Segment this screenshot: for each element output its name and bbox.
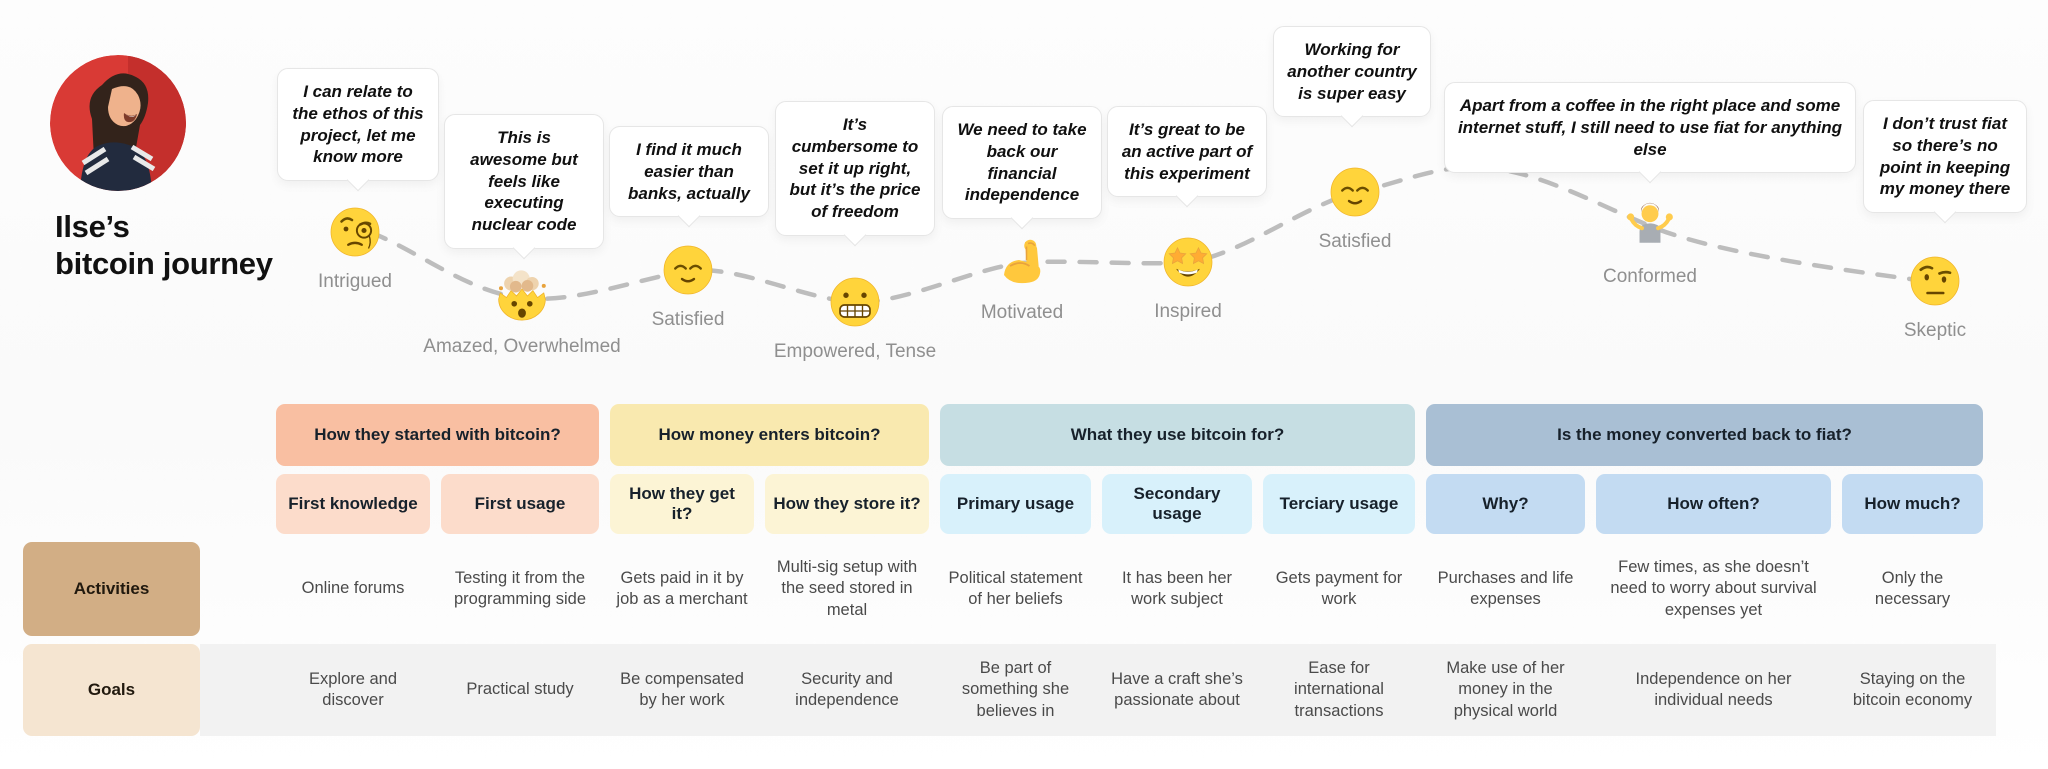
emotion-label: Amazed, Overwhelmed [423, 336, 621, 357]
emotion-label: Conformed [1603, 266, 1697, 287]
emotion-label: Inspired [1154, 301, 1222, 322]
quote-bubble: Apart from a coffee in the right place a… [1444, 82, 1856, 174]
quote-bubble: It’s cumbersome to set it up right, but … [775, 101, 935, 236]
column-header: Secondary usage [1102, 474, 1252, 534]
activity-cell: Few times, as she doesn’t need to worry … [1610, 557, 1817, 619]
activity-cell: Purchases and life expenses [1437, 568, 1574, 608]
column-header: First knowledge [276, 474, 430, 534]
page-title: Ilse’s bitcoin journey [55, 208, 273, 282]
emotion-label: Empowered, Tense [773, 341, 937, 362]
journey-point: Conformed [1535, 196, 1765, 289]
goals-row-label: Goals [23, 644, 200, 736]
star-struck-face-icon [1163, 237, 1213, 287]
persona-avatar [50, 55, 186, 191]
journey-point: Satisfied [1240, 165, 1470, 254]
goal-cell: Staying on the bitcoin economy [1852, 669, 1973, 709]
goal-cell: Practical study [466, 680, 574, 699]
quote-bubble: We need to take back our financial indep… [942, 106, 1102, 219]
activity-cell: Gets paid in it by job as a merchant [616, 568, 748, 608]
exploding-head-icon [498, 270, 546, 321]
phase-header: How money enters bitcoin? [610, 404, 929, 466]
journey-point: Skeptic [1820, 254, 2048, 343]
quote-bubble: I don’t trust fiat so there’s no point i… [1863, 100, 2027, 213]
emotion-label: Satisfied [1318, 231, 1392, 252]
goal-cell: Explore and discover [308, 669, 398, 709]
goals-row-band [200, 644, 1996, 736]
emotion-label: Satisfied [651, 309, 725, 330]
activity-cell: Testing it from the programming side [453, 568, 587, 608]
goal-cell: Make use of her money in the physical wo… [1446, 658, 1565, 720]
emotion-label: Motivated [980, 302, 1064, 323]
column-header: How they store it? [765, 474, 929, 534]
quote-bubble: Working for another country is super eas… [1273, 26, 1431, 118]
activity-cell: Multi-sig setup with the seed stored in … [776, 557, 918, 619]
column-header: Terciary usage [1263, 474, 1415, 534]
column-header: How often? [1596, 474, 1831, 534]
flexed-biceps-icon [1004, 239, 1041, 284]
quote-bubble: I find it much easier than banks, actual… [609, 126, 769, 218]
column-header: Primary usage [940, 474, 1091, 534]
activity-cell: It has been her work subject [1121, 568, 1233, 608]
activity-cell: Online forums [301, 579, 405, 598]
goal-cell: Be compensated by her work [620, 669, 744, 709]
face-raised-eyebrow-icon [1910, 256, 1960, 306]
phase-header: Is the money converted back to fiat? [1426, 404, 1983, 466]
column-header: Why? [1426, 474, 1585, 534]
relieved-face-icon [1330, 167, 1380, 217]
activity-cell: Only the necessary [1874, 568, 1951, 608]
page-title-line2: bitcoin journey [55, 246, 273, 282]
phase-header: How they started with bitcoin? [276, 404, 599, 466]
column-header: How much? [1842, 474, 1983, 534]
avatar-illustration [50, 55, 186, 191]
goal-cell: Security and independence [795, 669, 899, 709]
page-title-line1: Ilse’s [55, 209, 130, 244]
grimacing-face-icon [830, 277, 880, 327]
emotion-label: Skeptic [1903, 320, 1967, 341]
activities-row-label: Activities [23, 542, 200, 636]
journey-table: How they started with bitcoin? How money… [276, 404, 1983, 736]
column-header: How they get it? [610, 474, 754, 534]
activity-cell: Political statement of her beliefs [948, 568, 1083, 608]
quote-bubble: I can relate to the ethos of this projec… [277, 68, 439, 181]
goal-cell: Independence on her individual needs [1635, 669, 1792, 709]
column-header: First usage [441, 474, 599, 534]
face-with-monocle-icon [330, 207, 380, 257]
relieved-face-icon [663, 245, 713, 295]
goal-cell: Be part of something she believes in [961, 658, 1070, 720]
activity-cell: Gets payment for work [1275, 568, 1403, 608]
phase-header: What they use bitcoin for? [940, 404, 1415, 466]
person-shrugging-icon [1627, 202, 1673, 243]
goal-cell: Ease for international transactions [1294, 658, 1384, 720]
goal-cell: Have a craft she’s passionate about [1111, 669, 1243, 709]
